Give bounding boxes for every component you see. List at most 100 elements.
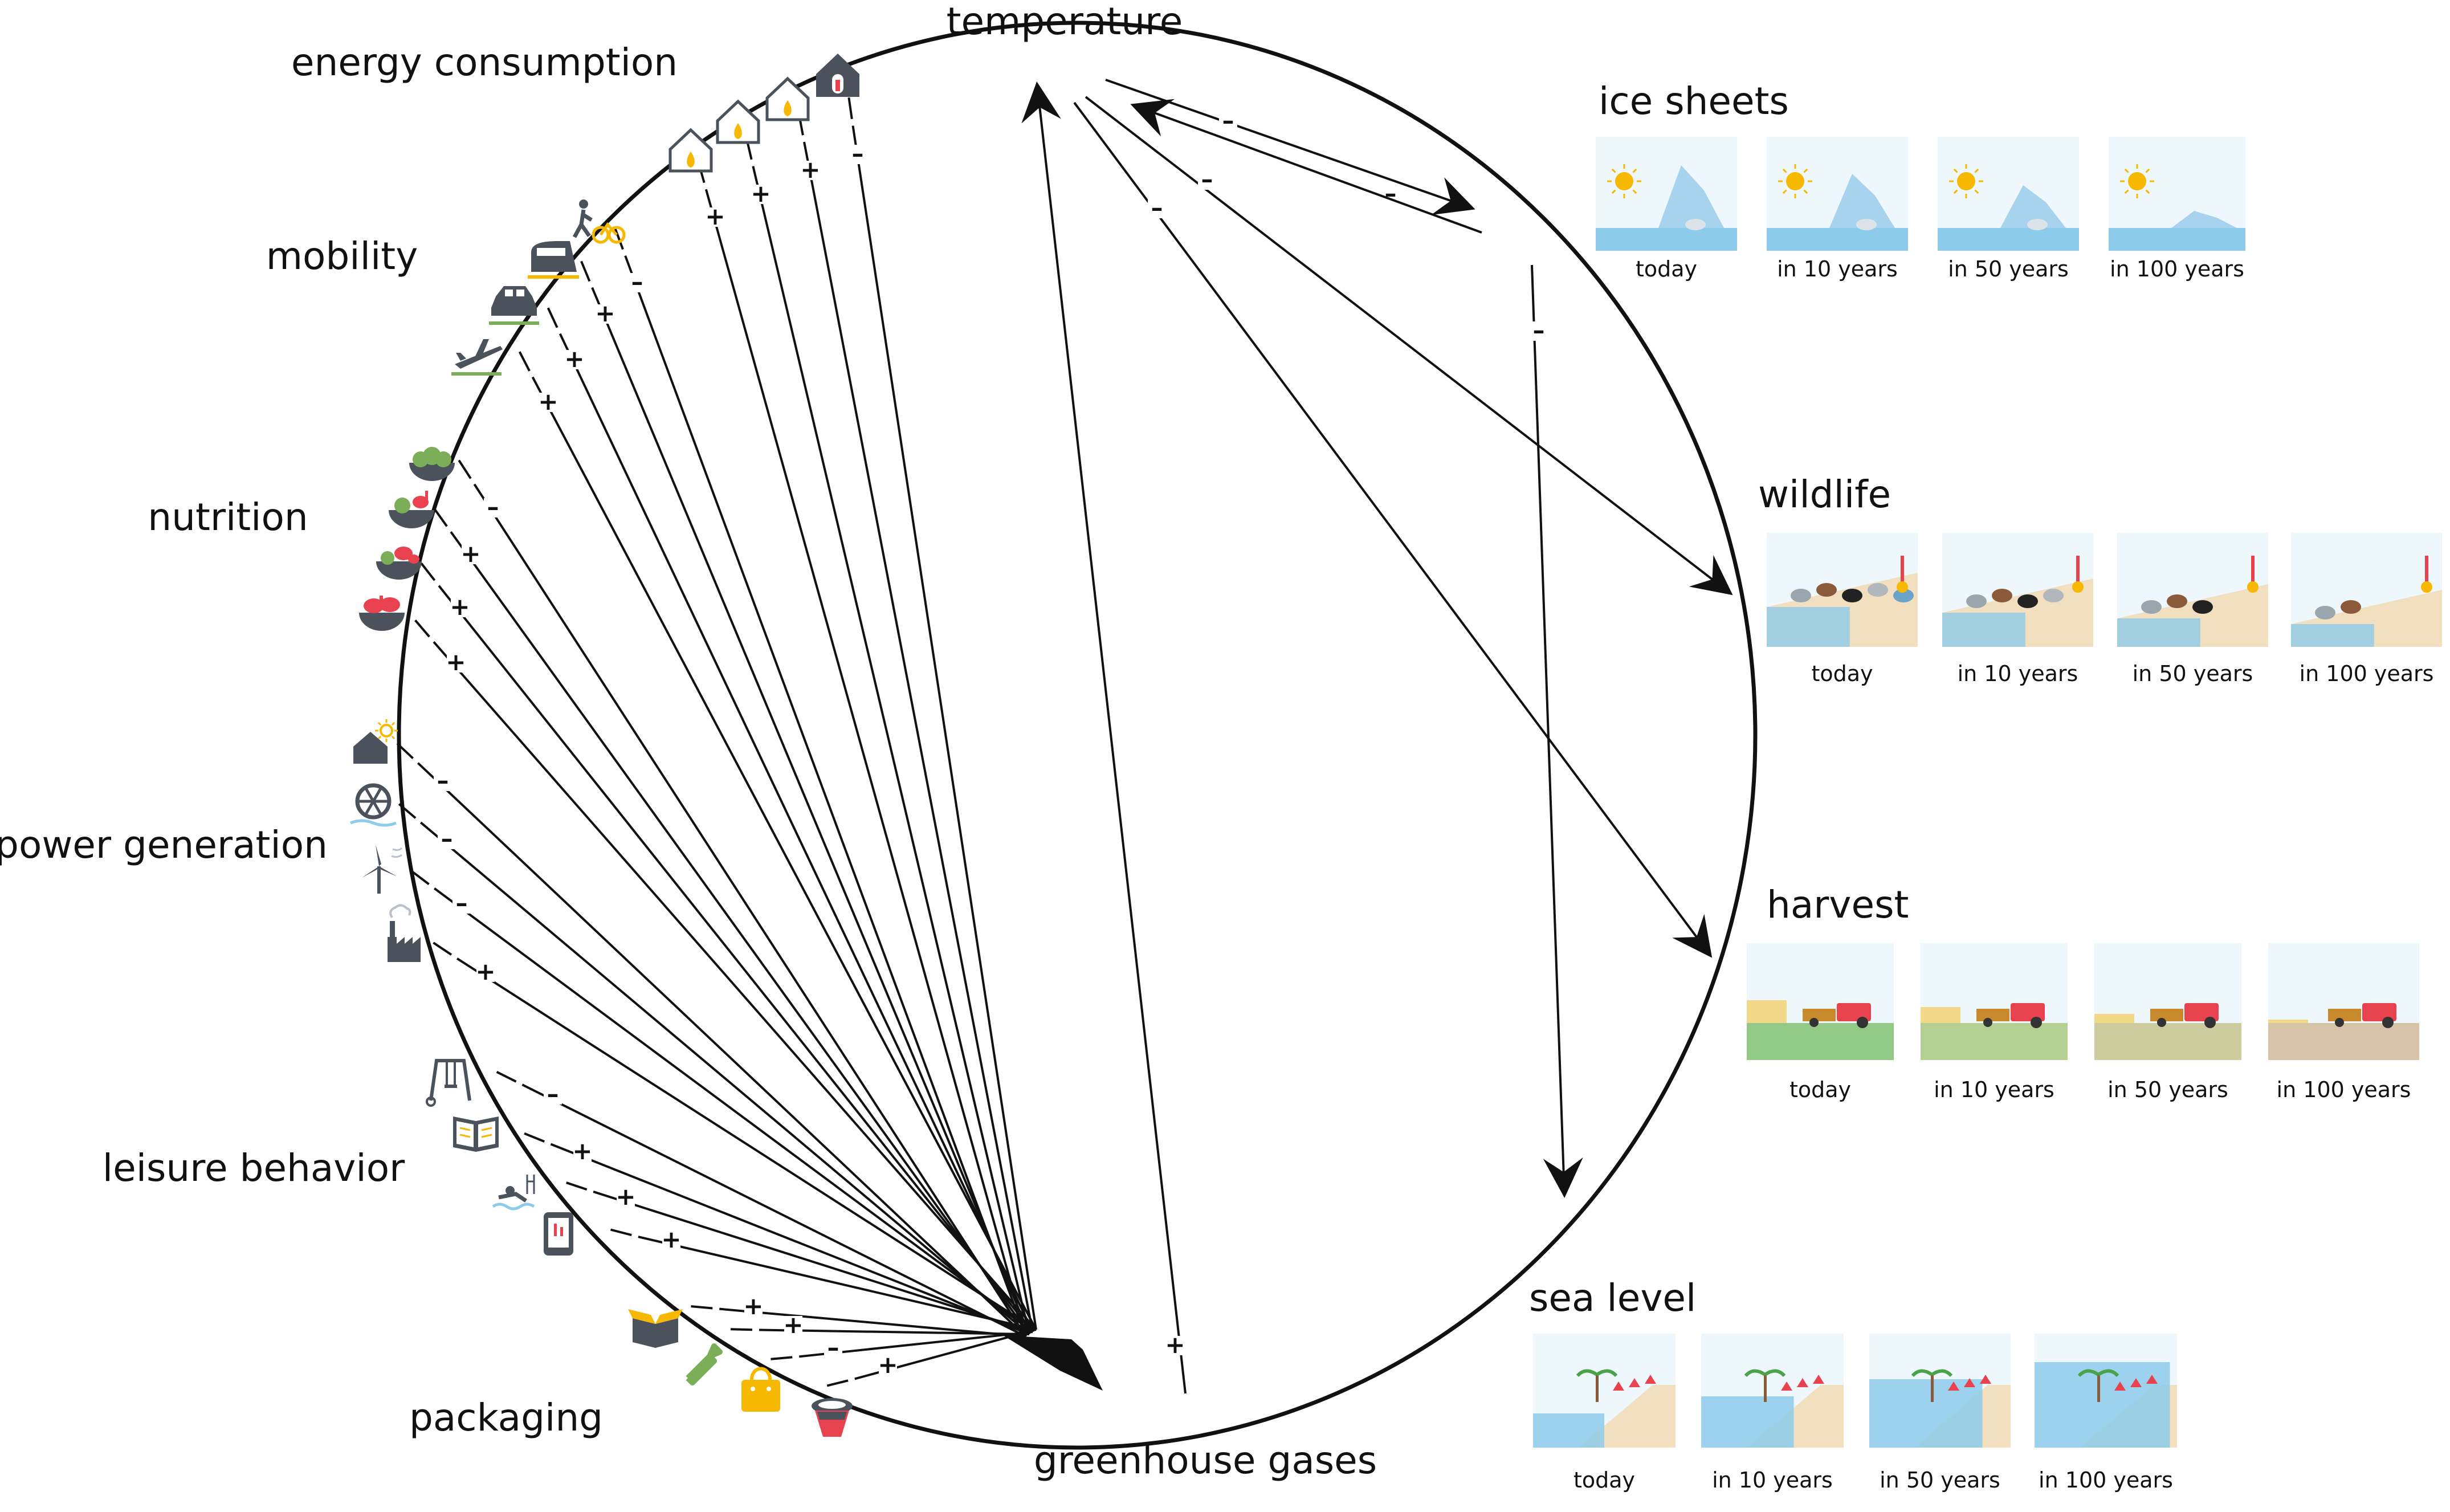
impact-caption: in 50 years	[1948, 256, 2069, 282]
influence-line-energy-2	[803, 141, 1034, 1332]
influence-line-mobility-1	[591, 287, 1030, 1335]
impact-panel-wildlife-3	[2291, 533, 2442, 647]
feedback-sign: –	[1151, 194, 1163, 222]
impact-caption: in 10 years	[1958, 661, 2078, 686]
influence-line-tick	[826, 1379, 849, 1387]
factory-icon	[388, 904, 421, 962]
influence-sign: +	[743, 1292, 763, 1320]
impact-panel-harvest-1	[1921, 943, 2068, 1060]
influence-sign: +	[460, 540, 480, 568]
impact-caption: today	[1573, 1468, 1635, 1493]
influence-line-tick	[547, 307, 559, 328]
influence-sign: +	[538, 388, 558, 415]
influence-sign: +	[661, 1225, 681, 1253]
category-icons	[350, 54, 859, 1437]
influence-line-tick	[458, 459, 472, 479]
influence-sign: –	[827, 1334, 839, 1362]
pedestrian-bicycle-icon	[572, 199, 626, 244]
main-circle	[397, 21, 1758, 1450]
influence-sign: –	[441, 825, 453, 853]
feedback-sign: –	[1201, 165, 1213, 193]
influence-sign: +	[450, 593, 470, 621]
impact-caption: today	[1636, 256, 1697, 282]
influence-line-packaging-1	[759, 1328, 1030, 1335]
impact-title-sea: sea level	[1529, 1276, 1696, 1320]
influence-line-tick	[420, 563, 436, 581]
feedback-sign: –	[1533, 316, 1545, 344]
impact-caption: in 50 years	[2133, 661, 2253, 686]
influence-line-tick	[524, 1132, 545, 1143]
influence-sign: +	[446, 648, 466, 676]
influence-line-nutrition-1	[450, 531, 1030, 1335]
influence-sign: +	[475, 957, 495, 985]
feedback-sign: –	[1385, 180, 1397, 207]
influence-line-tick	[771, 1356, 793, 1360]
influence-sign: +	[572, 1137, 592, 1165]
influence-lines: +++––+++–+++–––+–+++++–+	[396, 97, 1037, 1387]
influence-sign: +	[800, 156, 820, 184]
impact-panel-harvest-2	[2094, 943, 2241, 1060]
influence-line-tick	[398, 803, 417, 819]
influence-line-tick	[433, 508, 448, 527]
category-label-nutrition: nutrition	[148, 495, 308, 539]
influence-line-tick	[496, 1071, 517, 1083]
impact-caption: in 100 years	[2110, 256, 2244, 282]
hydro-wheel-icon	[350, 783, 397, 827]
influence-line-mobility-2	[559, 333, 1034, 1332]
category-labels: energy consumptionmobilitynutritionpower…	[0, 40, 678, 1440]
train-icon	[528, 241, 579, 279]
impact-caption: in 100 years	[2277, 1077, 2411, 1102]
category-label-packaging: packaging	[409, 1396, 603, 1440]
influence-line-nutrition-3	[433, 641, 1037, 1331]
impact-caption: in 100 years	[2300, 661, 2434, 686]
meat-bowl-icon	[359, 596, 405, 631]
influence-sign: –	[456, 889, 468, 917]
impact-panel-wildlife-2	[2117, 533, 2268, 647]
influence-line-power-3	[456, 957, 1037, 1331]
influence-line-packaging-0	[719, 1307, 1026, 1338]
influence-line-energy-3	[851, 125, 1037, 1330]
solar-house-icon	[353, 719, 398, 764]
house-flame-icon	[716, 99, 760, 144]
influence-line-power-2	[433, 887, 1034, 1333]
bottle-icon	[686, 1343, 723, 1385]
influence-line-nutrition-0	[473, 483, 1027, 1338]
influence-line-leisure-0	[521, 1083, 1026, 1338]
airplane-icon	[451, 339, 503, 376]
influence-sign: +	[615, 1183, 635, 1211]
greenhouse-gases-label: greenhouse gases	[1034, 1438, 1377, 1482]
impact-caption: in 10 years	[1777, 256, 1898, 282]
impact-caption: today	[1789, 1077, 1851, 1102]
feedback-arrow-temperature_to_harvest	[1073, 101, 1713, 958]
influence-line-nutrition-2	[438, 585, 1034, 1333]
impact-caption: today	[1811, 661, 1873, 686]
influence-sign: –	[852, 140, 864, 168]
feedback-sign: –	[1222, 107, 1234, 135]
wind-turbine-icon	[362, 845, 403, 894]
feedback-sign: +	[1165, 1331, 1185, 1359]
feedback-arrow-ice_to_sea	[1531, 264, 1583, 1198]
house-flame-icon	[668, 128, 713, 173]
impact-caption: in 50 years	[1880, 1468, 2000, 1493]
influence-sign: +	[878, 1351, 898, 1379]
impact-panel-sea-3	[2035, 1334, 2177, 1448]
swimming-icon	[492, 1175, 535, 1211]
influence-line-leisure-1	[550, 1143, 1030, 1335]
impact-panel-ice-2	[1938, 137, 2079, 251]
mixed-meat-bowl-icon	[376, 547, 422, 580]
category-label-power: power generation	[0, 823, 328, 867]
impact-caption: in 50 years	[2107, 1077, 2228, 1102]
feedback-arrow-ice_to_temperature	[1130, 99, 1482, 234]
cup-icon	[812, 1398, 853, 1437]
influence-sign: –	[437, 767, 449, 794]
influence-sign: +	[595, 299, 615, 327]
influence-line-tick	[730, 1328, 753, 1331]
category-label-energy: energy consumption	[291, 40, 678, 84]
category-label-leisure: leisure behavior	[103, 1146, 405, 1190]
greenhouse-bolt-icon	[1003, 1335, 1103, 1391]
influence-line-tick	[691, 1305, 713, 1310]
influence-line-power-1	[419, 821, 1030, 1335]
influence-sign: +	[705, 202, 725, 230]
influence-line-mobility-0	[624, 255, 1027, 1337]
